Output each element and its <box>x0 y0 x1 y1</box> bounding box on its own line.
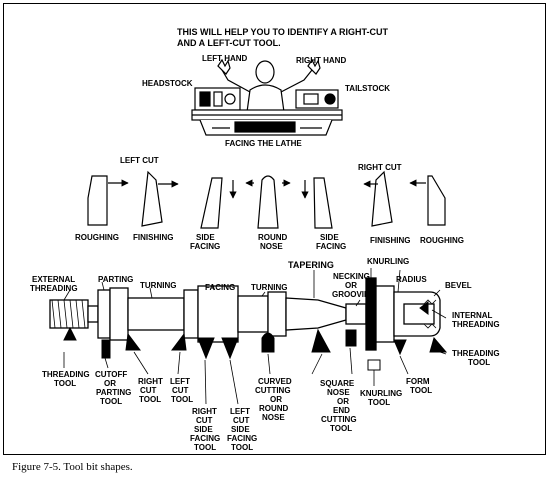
curved-cutting-label-1: CURVED <box>258 377 292 386</box>
right-roughing-bit <box>427 175 446 226</box>
figure-caption: Figure 7-5. Tool bit shapes. <box>12 461 133 473</box>
right-finishing-bit <box>371 170 393 227</box>
left-cut-side-facing-label-5: TOOL <box>231 443 253 452</box>
square-nose-label-6: TOOL <box>330 424 352 433</box>
right-cut-title: RIGHT CUT <box>358 163 402 172</box>
external-threading-label-2: THREADING <box>30 284 78 293</box>
cutoff-label-1: CUTOFF <box>95 370 127 379</box>
right-roughing-label: ROUGHING <box>420 236 464 245</box>
external-threading-label-1: EXTERNAL <box>32 275 75 284</box>
internal-threading-label-1: INTERNAL <box>452 311 493 320</box>
cutoff-label-4: TOOL <box>100 397 122 406</box>
side-facing-left-label-1: SIDE <box>196 233 215 242</box>
side-facing-right-label-2: FACING <box>316 242 346 251</box>
right-finishing-label: FINISHING <box>370 236 410 245</box>
facing-the-lathe-label: FACING THE LATHE <box>225 139 302 148</box>
parting-label: PARTING <box>98 275 133 284</box>
leader-lines <box>63 268 447 405</box>
round-nose-bit <box>257 175 279 229</box>
figure-frame <box>3 3 546 455</box>
round-nose-label-1: ROUND <box>258 233 288 242</box>
necking-label-1: NECKING <box>333 272 370 281</box>
right-cut-tool-label-2: CUT <box>140 386 157 395</box>
knurling-label: KNURLING <box>367 257 409 266</box>
square-nose-label-1: SQUARE <box>320 379 355 388</box>
right-cut-tool-label-1: RIGHT <box>138 377 163 386</box>
facing-label: FACING <box>205 283 235 292</box>
form-tool-label-2: TOOL <box>410 386 432 395</box>
right-cut-side-facing-label-5: TOOL <box>194 443 216 452</box>
threading-tool-left-label-1: THREADING <box>42 370 90 379</box>
cutoff-label-2: OR <box>104 379 116 388</box>
square-nose-label-4: END <box>333 406 350 415</box>
left-cut-title: LEFT CUT <box>120 156 159 165</box>
left-finishing-label: FINISHING <box>133 233 173 242</box>
side-facing-right-label-1: SIDE <box>320 233 339 242</box>
right-cut-side-facing-label-4: FACING <box>190 434 220 443</box>
bevel-label: BEVEL <box>445 281 472 290</box>
left-cut-tool-label-3: TOOL <box>171 395 193 404</box>
tailstock-label: TAILSTOCK <box>345 84 390 93</box>
left-roughing-label: ROUGHING <box>75 233 119 242</box>
necking-label-2: OR <box>345 281 357 290</box>
radius-label: RADIUS <box>396 275 427 284</box>
left-cut-side-facing-label-3: SIDE <box>231 425 250 434</box>
left-cut-side-facing-label-1: LEFT <box>230 407 250 416</box>
left-roughing-bit <box>87 175 108 226</box>
threading-tool-right-label-2: TOOL <box>468 358 490 367</box>
threading-tool-right-label-1: THREADING <box>452 349 500 358</box>
side-facing-left-bit <box>200 177 223 229</box>
internal-threading-label-2: THREADING <box>452 320 500 329</box>
threading-tool-left-label-2: TOOL <box>54 379 76 388</box>
square-nose-label-5: CUTTING <box>321 415 357 424</box>
knurling-tool-label-2: TOOL <box>368 398 390 407</box>
form-tool-label-1: FORM <box>406 377 430 386</box>
necking-label-3: GROOVING <box>332 290 376 299</box>
workpiece-shaft <box>49 277 441 351</box>
tapering-label: TAPERING <box>288 260 334 270</box>
square-nose-label-2: NOSE <box>327 388 350 397</box>
headstock-label: HEADSTOCK <box>142 79 193 88</box>
right-cut-side-facing-label-2: CUT <box>196 416 213 425</box>
left-cut-side-facing-label-2: CUT <box>233 416 250 425</box>
right-cut-tool-label-3: TOOL <box>139 395 161 404</box>
header-line-1: THIS WILL HELP YOU TO IDENTIFY A RIGHT-C… <box>177 27 389 37</box>
right-cut-side-facing-label-1: RIGHT <box>192 407 217 416</box>
side-facing-left-label-2: FACING <box>190 242 220 251</box>
left-cut-tool-label-1: LEFT <box>170 377 190 386</box>
square-nose-label-3: OR <box>337 397 349 406</box>
left-cut-side-facing-label-4: FACING <box>227 434 257 443</box>
tool-tips <box>63 301 448 371</box>
side-facing-right-bit <box>313 177 333 229</box>
tool-bit-shapes <box>87 170 446 229</box>
left-cut-tool-label-2: CUT <box>172 386 189 395</box>
curved-cutting-label-5: NOSE <box>262 413 285 422</box>
right-hand-label: RIGHT HAND <box>296 56 346 65</box>
cutoff-label-3: PARTING <box>96 388 131 397</box>
left-finishing-bit <box>141 170 163 227</box>
turning-2-label: TURNING <box>251 283 287 292</box>
curved-cutting-label-3: OR <box>270 395 282 404</box>
turning-1-label: TURNING <box>140 281 176 290</box>
curved-cutting-label-2: CUTTING <box>255 386 291 395</box>
lathe-illustration <box>191 58 343 136</box>
round-nose-label-2: NOSE <box>260 242 283 251</box>
left-hand-label: LEFT HAND <box>202 54 248 63</box>
header-line-2: AND A LEFT-CUT TOOL. <box>177 38 281 48</box>
right-cut-side-facing-label-3: SIDE <box>194 425 213 434</box>
knurling-tool-label-1: KNURLING <box>360 389 402 398</box>
curved-cutting-label-4: ROUND <box>259 404 289 413</box>
